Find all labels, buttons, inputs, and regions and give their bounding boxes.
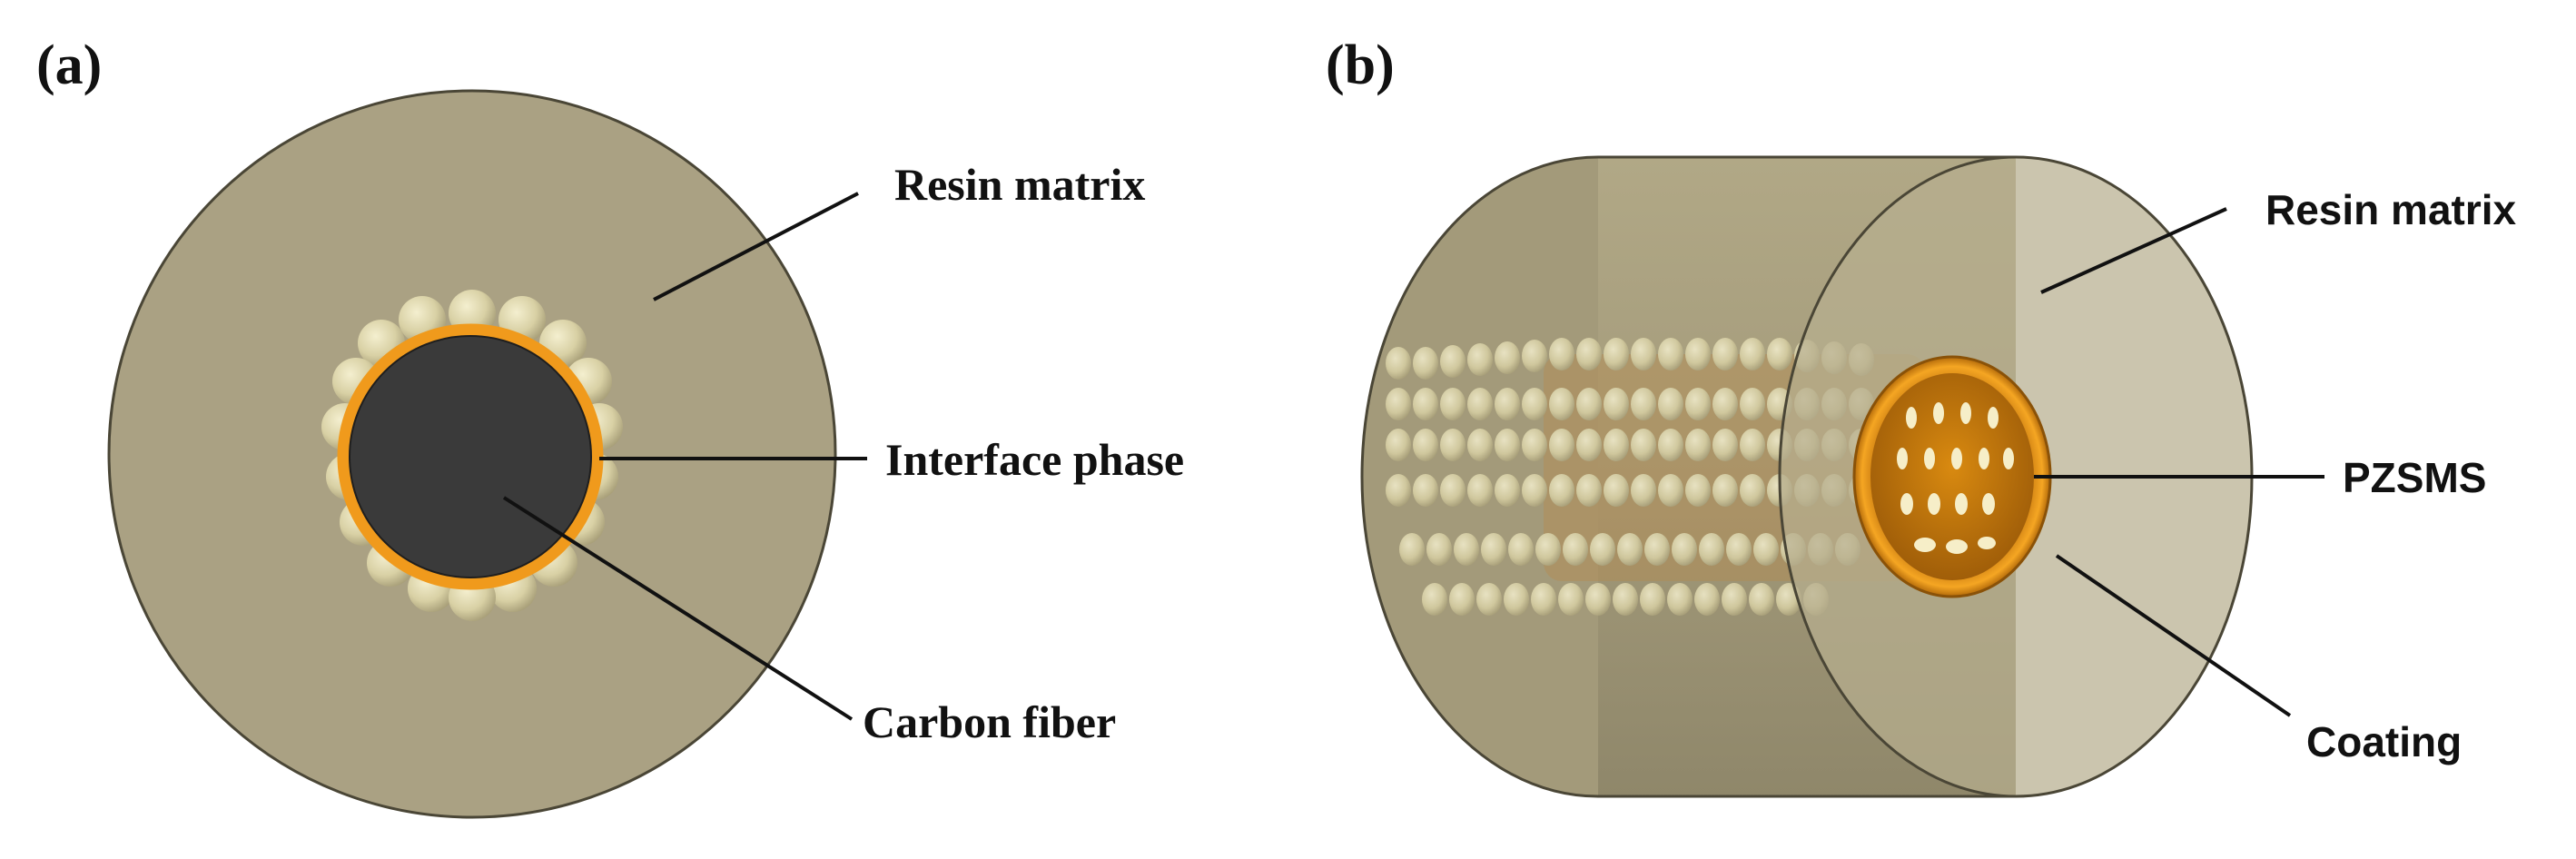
leader-resin-matrix-a [653, 192, 859, 301]
carbon-fiber-core [349, 335, 592, 578]
interface-phase-ring [337, 323, 604, 590]
label-resin-matrix-b: Resin matrix [2265, 186, 2517, 233]
label-carbon-fiber: Carbon fiber [863, 696, 1116, 747]
label-interface-phase: Interface phase [885, 434, 1184, 485]
panel-a-label: (a) [36, 35, 102, 96]
leader-resin-matrix-b [2040, 207, 2227, 294]
leader-coating [2055, 554, 2292, 717]
panel-a: (a) [36, 35, 1184, 819]
panel-b: (b) [1326, 35, 2517, 798]
label-pzsms: PZSMS [2343, 454, 2486, 501]
pzsms-spheres [1897, 402, 2014, 554]
panel-b-label: (b) [1326, 35, 1395, 96]
label-resin-matrix-a: Resin matrix [894, 159, 1145, 210]
coating-opening [1852, 355, 2052, 598]
label-coating: Coating [2306, 718, 2462, 765]
leader-carbon-fiber [502, 496, 854, 721]
